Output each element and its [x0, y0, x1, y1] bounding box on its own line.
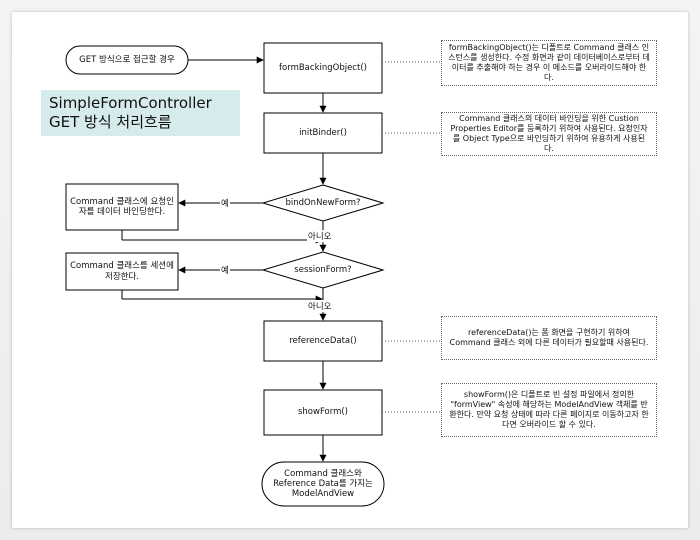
note-formbackingobject: formBackingObject()는 디폴트로 Command 클래스 인스… — [441, 40, 657, 86]
sessionform-decision — [261, 251, 385, 289]
note-showform-text: showForm()은 디폴트로 빈 설정 파일에서 정의한 "formView… — [449, 389, 649, 430]
bindonnewform-decision — [261, 184, 385, 222]
session-save-box — [65, 252, 179, 291]
referencedata-box — [263, 320, 383, 362]
edge-label-no-sessionform: 아니오 — [307, 300, 333, 312]
start-terminal — [65, 45, 189, 75]
note-showform: showForm()은 디폴트로 빈 설정 파일에서 정의한 "formView… — [441, 383, 657, 437]
note-initbinder-text: Command 클래스의 데이터 바인딩을 위한 Custion Propert… — [450, 113, 648, 154]
bind-data-box — [65, 183, 179, 231]
edge-label-yes-bindonnewform: 예 — [220, 197, 230, 209]
note-referencedata-text: referenceData()는 폼 화면을 구현하기 위하여 Command … — [449, 327, 649, 347]
edge-label-yes-sessionform: 예 — [220, 264, 230, 276]
initbinder-box — [263, 112, 383, 154]
end-terminal — [261, 461, 385, 507]
note-formbackingobject-text: formBackingObject()는 디폴트로 Command 클래스 인스… — [448, 42, 650, 83]
title-line-2: GET 방식 처리흐름 — [49, 112, 172, 131]
note-initbinder: Command 클래스의 데이터 바인딩을 위한 Custion Propert… — [441, 112, 657, 156]
note-referencedata: referenceData()는 폼 화면을 구현하기 위하여 Command … — [441, 316, 657, 360]
title-line-1: SimpleFormController — [49, 94, 212, 112]
formbackingobject-box — [263, 42, 383, 94]
edge-label-no-bindonnewform: 아니오 — [307, 230, 333, 242]
diagram-title: SimpleFormController GET 방식 처리흐름 — [41, 90, 240, 136]
showform-box — [263, 389, 383, 436]
